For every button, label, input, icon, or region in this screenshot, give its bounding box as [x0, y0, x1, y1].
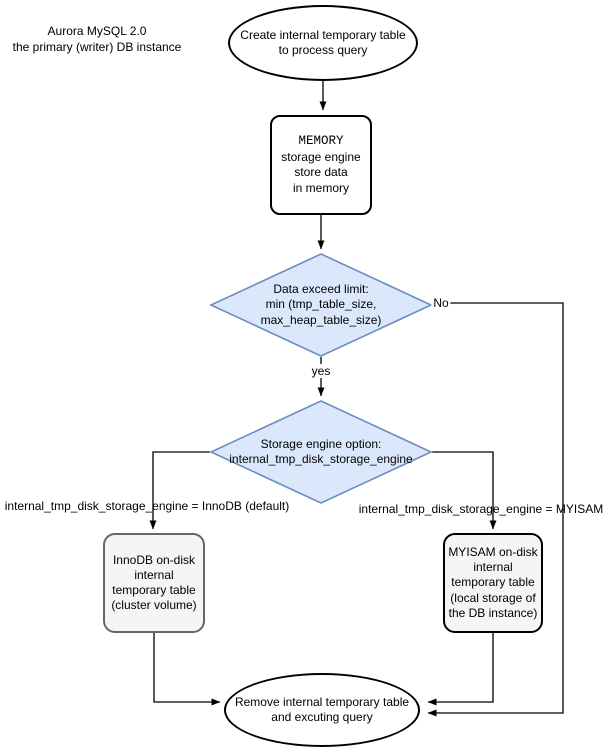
innodb-disk-label: InnoDB on-disk internal temporary table …	[111, 552, 197, 613]
start-terminator: Create internal temporary table to proce…	[228, 5, 418, 81]
no-edge-label: No	[431, 296, 451, 310]
engine-decision-diamond: Storage engine option: internal_tmp_disk…	[209, 400, 433, 504]
myisam-disk-box: MYISAM on-disk internal temporary table …	[443, 533, 543, 633]
edge-engine-to-myisam	[432, 451, 497, 530]
engine-decision-label: Storage engine option: internal_tmp_disk…	[229, 436, 413, 466]
end-terminator: Remove internal temporary table and excu…	[224, 673, 420, 747]
diamond-shape	[209, 400, 433, 504]
memory-box-body: storage engine store data in memory	[281, 150, 361, 195]
edge-innodb-to-end	[153, 633, 221, 706]
memory-box-title: MEMORY	[298, 134, 344, 149]
edge-myisam-to-end	[427, 633, 494, 706]
myisam-condition-label: internal_tmp_disk_storage_engine = MYISA…	[358, 502, 604, 516]
memory-process-box: MEMORY storage engine store data in memo…	[270, 115, 372, 215]
innodb-disk-box: InnoDB on-disk internal temporary table …	[103, 533, 205, 633]
limit-decision-diamond: Data exceed limit: min (tmp_table_size, …	[209, 253, 433, 357]
yes-edge-label: yes	[309, 364, 333, 378]
limit-decision-label: Data exceed limit: min (tmp_table_size, …	[260, 282, 382, 327]
start-label: Create internal temporary table to proce…	[240, 27, 406, 57]
edge-limit-no-to-end	[427, 302, 564, 717]
myisam-disk-label: MYISAM on-disk internal temporary table …	[448, 544, 538, 620]
end-label: Remove internal temporary table and excu…	[234, 694, 410, 724]
edge-engine-to-innodb	[149, 451, 210, 530]
innodb-condition-label: internal_tmp_disk_storage_engine = InnoD…	[4, 499, 290, 513]
diamond-shape	[209, 253, 433, 357]
diagram-title: Aurora MySQL 2.0 the primary (writer) DB…	[12, 24, 182, 54]
